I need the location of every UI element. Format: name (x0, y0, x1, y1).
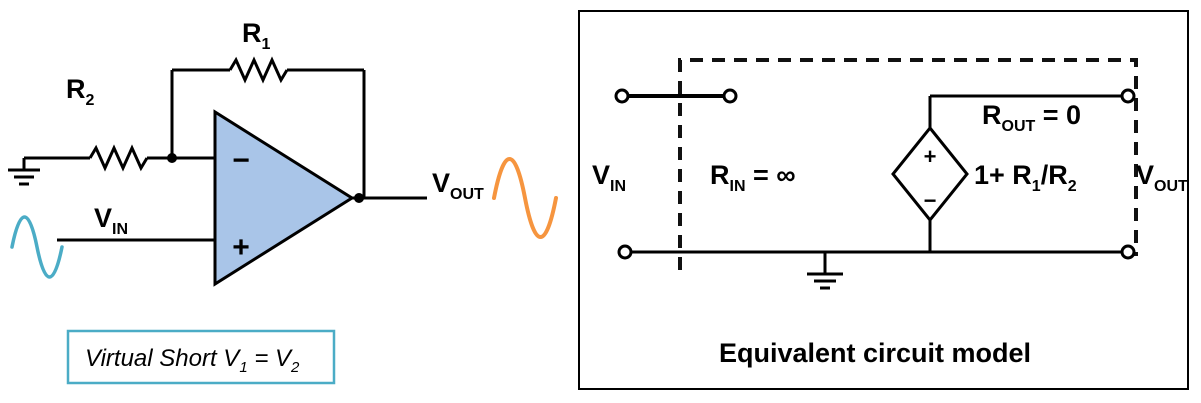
terminals (614, 88, 1136, 260)
resistor-r2 (88, 144, 149, 172)
r1-label: R1 (242, 18, 271, 53)
vin-sine-wave-icon (10, 215, 64, 279)
terminal-out-bottom (1120, 244, 1136, 260)
vin-label: VIN (592, 160, 626, 195)
dependent-source-diamond (891, 125, 969, 223)
opamp-plus-sign: + (232, 231, 250, 264)
opamp-minus-sign: − (232, 144, 250, 177)
wires (628, 94, 1122, 254)
equivalent-model-box: + − VIN RIN = ∞ ROUT = 0 1+ R1/R2 VOUT E… (578, 10, 1189, 390)
gain-label: 1+ R1/R2 (974, 160, 1077, 195)
vin-label: VIN (94, 203, 128, 238)
equivalent-model-caption: Equivalent circuit model (719, 338, 1031, 368)
opamp-triangle (213, 109, 355, 287)
vout-sine-wave-icon (492, 157, 558, 239)
ground-symbol (807, 252, 843, 290)
vout-label: VOUT (1136, 160, 1187, 195)
node-dot-inverting (167, 153, 177, 163)
wires (24, 68, 427, 242)
rout-label: ROUT = 0 (982, 100, 1081, 135)
terminal-in-bottom (617, 244, 633, 260)
virtual-short-note-box (66, 329, 336, 385)
r2-label: R2 (66, 74, 95, 109)
node-dot-output (354, 193, 364, 203)
equivalent-model-schematic: + − VIN RIN = ∞ ROUT = 0 1+ R1/R2 VOUT E… (592, 58, 1187, 368)
rin-label: RIN = ∞ (710, 160, 796, 195)
resistor-r1 (228, 56, 289, 84)
vout-label: VOUT (432, 168, 484, 203)
terminal-open (722, 88, 738, 104)
ground-symbol (8, 158, 40, 186)
terminal-out-top (1120, 88, 1136, 104)
terminal-in-top (614, 88, 630, 104)
opamp-schematic: − + R2 R1 VIN VOUT Virtual Short V1 = V2 (8, 18, 558, 385)
source-plus-sign: + (924, 144, 937, 169)
source-minus-sign: − (924, 188, 937, 213)
virtual-short-note-text: Virtual Short V1 = V2 (85, 345, 300, 376)
